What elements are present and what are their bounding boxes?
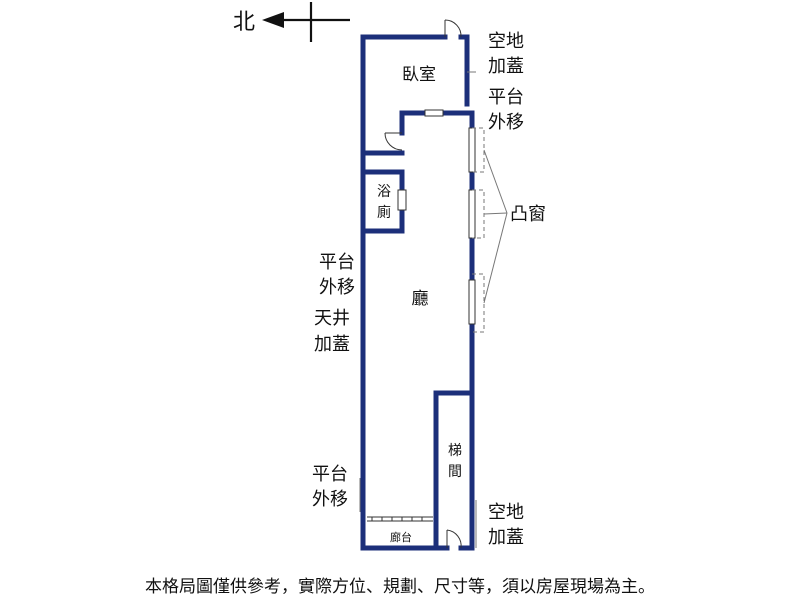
room-label-bathroom-2: 廁 (377, 204, 391, 221)
side-marks (359, 71, 477, 548)
outer-walls (360, 34, 470, 551)
annotation-bay-window: 凸窗 (510, 204, 546, 225)
door-swings (384, 19, 462, 549)
annotation-bottom-right-line1: 空地 (488, 502, 524, 523)
annotation-left-mid-2-line1: 天井 (314, 308, 350, 329)
porch-railing (367, 516, 433, 522)
annotation-top-right-1-line1: 空地 (488, 31, 524, 52)
annotation-left-mid-1-line1: 平台 (319, 252, 355, 273)
north-arrow-icon (262, 2, 350, 42)
annotation-top-right-2-line2: 外移 (488, 112, 524, 133)
windows (397, 109, 476, 325)
room-label-stairs-1: 梯 (448, 443, 462, 459)
room-label-bathroom-1: 浴 (377, 184, 391, 200)
disclaimer-text: 本格局圖僅供參考，實際方位、規劃、尺寸等，須以房屋現場為主。 (145, 577, 655, 597)
room-label-living: 廳 (412, 289, 429, 309)
north-label: 北 (233, 10, 255, 35)
interior-walls (360, 110, 475, 551)
annotation-bottom-right-line2: 加蓋 (488, 527, 524, 548)
annotation-left-bottom-line1: 平台 (312, 464, 348, 485)
room-label-bedroom: 臥室 (402, 65, 436, 85)
annotation-top-right-1-line2: 加蓋 (488, 56, 524, 77)
annotation-top-right-2-line1: 平台 (488, 87, 524, 108)
annotation-left-mid-2-line2: 加蓋 (314, 334, 350, 355)
room-label-stairs-2: 間 (448, 464, 462, 480)
annotation-left-bottom-line2: 外移 (312, 489, 348, 510)
annotation-left-mid-1-line2: 外移 (319, 277, 355, 298)
room-label-porch: 廊台 (390, 530, 412, 544)
bay-window-outline (472, 127, 508, 333)
